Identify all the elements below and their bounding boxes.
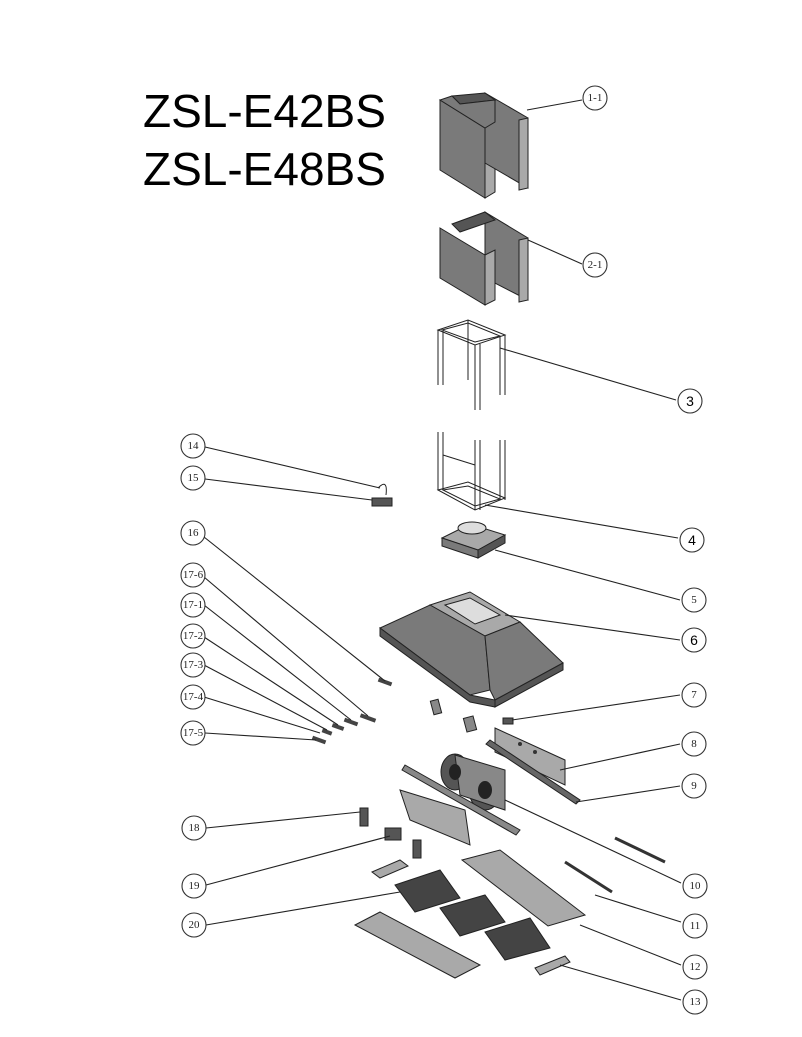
callout-14: 14 xyxy=(180,433,206,459)
callout-11: 11 xyxy=(682,913,708,939)
part-2-1-lower-chimney-cover xyxy=(439,211,529,306)
svg-text:13: 13 xyxy=(690,996,702,1008)
svg-text:17-2: 17-2 xyxy=(183,630,203,642)
callout-4: 4 xyxy=(679,527,705,553)
svg-text:3: 3 xyxy=(686,393,694,409)
leader-lines xyxy=(203,99,682,1001)
part-7-brackets xyxy=(429,698,514,733)
svg-text:17-5: 17-5 xyxy=(183,727,204,739)
part-10-blower xyxy=(440,753,506,811)
svg-text:19: 19 xyxy=(189,880,201,892)
callout-17-3: 17-3 xyxy=(180,652,206,678)
svg-text:18: 18 xyxy=(189,822,201,834)
model-title-2: ZSL-E48BS xyxy=(143,143,386,195)
parts-14-15-wiring xyxy=(371,483,393,507)
svg-text:4: 4 xyxy=(688,532,696,548)
callout-2-1: 2-1 xyxy=(582,252,608,278)
svg-text:11: 11 xyxy=(690,920,701,932)
svg-text:16: 16 xyxy=(188,527,200,539)
callout-8: 8 xyxy=(681,731,707,757)
callout-7: 7 xyxy=(681,682,707,708)
callout-5: 5 xyxy=(681,587,707,613)
svg-text:14: 14 xyxy=(188,440,200,452)
svg-text:20: 20 xyxy=(189,919,201,931)
part-6-hood-body xyxy=(379,591,564,708)
svg-text:17-6: 17-6 xyxy=(183,569,204,581)
svg-text:6: 6 xyxy=(690,632,698,648)
callout-15: 15 xyxy=(180,465,206,491)
part-4-lower-frame xyxy=(436,432,507,511)
callout-1-1: 1-1 xyxy=(582,85,608,111)
svg-text:7: 7 xyxy=(691,689,697,701)
part-9-strip xyxy=(485,739,581,805)
svg-text:10: 10 xyxy=(690,880,702,892)
svg-text:17-1: 17-1 xyxy=(183,599,203,611)
callout-20: 20 xyxy=(181,912,207,938)
svg-text:2-1: 2-1 xyxy=(588,259,603,271)
back-panel xyxy=(399,764,521,846)
part-11-rails xyxy=(564,836,666,894)
parts-18-19 xyxy=(359,807,422,859)
callout-17-5: 17-5 xyxy=(180,720,206,746)
parts-12-13-20-filters xyxy=(353,849,587,979)
svg-text:17-3: 17-3 xyxy=(183,659,204,671)
part-3-upper-frame xyxy=(436,319,507,410)
part-5-motor-base xyxy=(440,521,507,559)
callout-17-4: 17-4 xyxy=(180,684,206,710)
callout-17-6: 17-6 xyxy=(180,562,206,588)
callout-13: 13 xyxy=(682,989,708,1015)
parts-16-17-controls xyxy=(311,677,393,745)
svg-text:8: 8 xyxy=(691,738,697,750)
callout-3: 3 xyxy=(677,388,703,414)
svg-text:15: 15 xyxy=(188,472,200,484)
callout-17-1: 17-1 xyxy=(180,592,206,618)
svg-text:1-1: 1-1 xyxy=(588,92,603,104)
model-title-1: ZSL-E42BS xyxy=(143,85,386,137)
callout-9: 9 xyxy=(681,773,707,799)
part-1-1-upper-chimney-cover xyxy=(438,92,529,199)
callout-10: 10 xyxy=(682,873,708,899)
callout-19: 19 xyxy=(181,873,207,899)
svg-text:9: 9 xyxy=(691,780,697,792)
callout-12: 12 xyxy=(682,954,708,980)
callout-6: 6 xyxy=(681,627,707,653)
callout-18: 18 xyxy=(181,815,207,841)
callout-16: 16 xyxy=(180,520,206,546)
callout-17-2: 17-2 xyxy=(180,623,206,649)
svg-text:5: 5 xyxy=(691,594,697,606)
svg-text:17-4: 17-4 xyxy=(183,691,204,703)
svg-text:12: 12 xyxy=(690,961,701,973)
